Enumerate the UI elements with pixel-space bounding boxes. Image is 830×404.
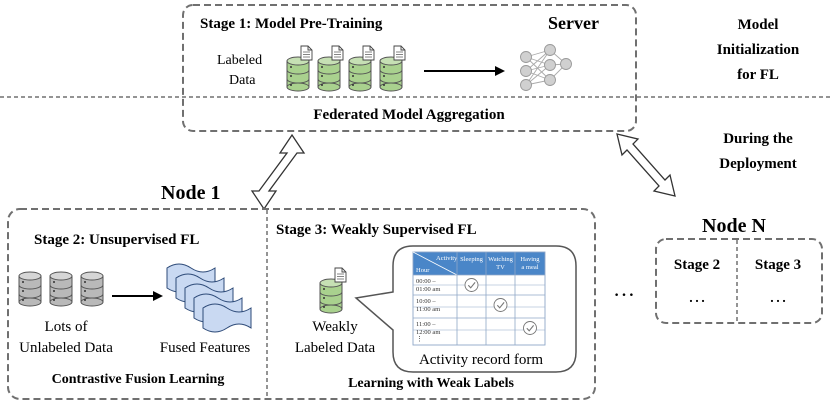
aggregation-label: Federated Model Aggregation [313,107,505,123]
stage1-title: Stage 1: Model Pre-Training [200,16,383,32]
table-row-more: ⋮ [416,335,423,343]
nodeN-stage3-dots: … [769,286,787,306]
weakly-label: Weakly [312,319,358,335]
record-callout [354,245,577,373]
table-row-time: 12:00 am [416,329,440,336]
table-header-sleeping: Sleeping [460,256,483,263]
unlabeled-database-group [18,271,104,307]
labeled-data-label: Labeled Data [295,340,376,356]
checkmark-icon [522,320,538,336]
model-init-label-1: Model [738,17,779,33]
fused-features-label: Fused Features [160,340,251,356]
contrastive-label: Contrastive Fusion Learning [52,372,225,387]
node1-title: Node 1 [161,182,220,204]
server-nodeN-arrow [616,133,676,197]
learning-weak-label: Learning with Weak Labels [348,376,514,391]
lots-of-label: Lots of [45,319,88,335]
document-icon [334,267,347,283]
table-row-time: 01:00 am [416,286,440,293]
labeled-data-label-2: Data [229,73,256,88]
model-init-label-3: for FL [737,67,779,83]
checkmark-icon [493,297,508,313]
labeled-data-label-1: Labeled [217,53,262,68]
deployment-label-2: Deployment [719,156,797,172]
database-icon [80,271,104,307]
feature-sheet-icon [202,303,252,333]
server-node1-arrow [250,133,306,211]
server-label: Server [548,13,599,33]
checkmark-icon [464,277,479,293]
database-icon [49,271,73,307]
document-icon [362,45,375,61]
table-row-time: 11:00 am [416,306,440,313]
table-row-time: 00:00 – [416,278,436,285]
unlabeled-data-label: Unlabeled Data [19,340,113,356]
nodeN-stage2-dots: … [688,286,706,306]
table-corner-activity: Activity [436,255,458,262]
database-icon [319,278,343,314]
record-form-caption: Activity record form [419,352,543,368]
nodeN-title: Node N [702,215,766,237]
document-icon [393,45,406,61]
node1-box [7,208,596,400]
database-icon [18,271,42,307]
nodeN-box [655,238,823,324]
table-corner-hour: Hour [416,267,430,274]
document-icon [300,45,313,61]
database-icon [379,56,403,92]
document-icon [331,45,344,61]
neural-network-icon [520,44,572,91]
database-icon [286,56,310,92]
database-icon [348,56,372,92]
nodeN-stage2: Stage 2 [674,257,720,273]
database-icon [317,56,341,92]
model-init-label-2: Initialization [717,42,800,58]
feature-stack [166,263,252,333]
deployment-label-1: During the [723,131,793,147]
table-row-time: 10:00 – [416,298,436,305]
nodeN-stage3: Stage 3 [755,257,801,273]
nodes-ellipsis: … [613,276,635,301]
server-box [182,4,637,132]
stage3-title: Stage 3: Weakly Supervised FL [276,222,477,238]
table-row-time: 11:00 – [416,321,436,328]
stage2-title: Stage 2: Unsupervised FL [34,232,199,248]
labeled-database-group [286,45,406,92]
